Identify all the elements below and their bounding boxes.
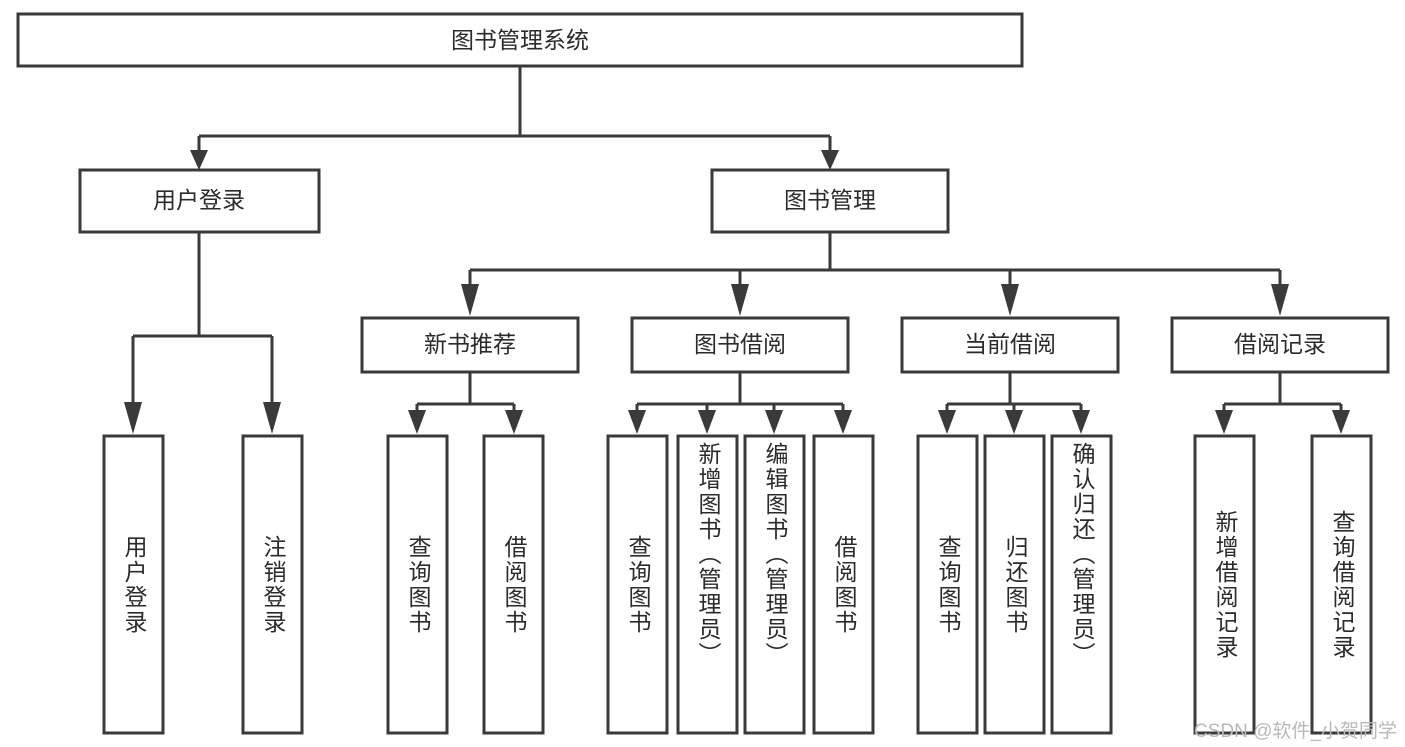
leaf-box-newbook-borrow[interactable] <box>482 434 545 735</box>
leaf-label-current-query: 查询图书 <box>935 534 961 635</box>
arrow-root-to-book <box>821 150 839 170</box>
arrow-to-new-book <box>461 284 479 316</box>
arrow-record-leaf-2 <box>1332 410 1350 434</box>
node-root-box[interactable] <box>16 12 1024 68</box>
node-layer: 图书管理系统 用户登录 图书管理 新书推荐 图书借阅 当前借阅 借阅记录 <box>16 12 1390 735</box>
node-book-borrow-label: 图书借阅 <box>694 331 786 357</box>
node-borrow-record-box[interactable] <box>1170 316 1390 374</box>
leaf-box-user-login[interactable] <box>102 434 165 735</box>
leaf-label-current-return: 归还图书 <box>1002 534 1028 635</box>
node-user-login-box[interactable] <box>78 168 321 234</box>
node-book-manage-box[interactable] <box>710 168 950 234</box>
node-new-book-box[interactable] <box>360 316 580 374</box>
arrow-to-borrow-record <box>1271 284 1289 316</box>
node-user-login-label: 用户登录 <box>153 187 245 213</box>
arrow-user-leaf-1 <box>124 402 142 434</box>
leaf-box-record-add[interactable] <box>1193 434 1256 735</box>
leaf-box-record-query[interactable] <box>1310 434 1373 735</box>
leaf-label-record-query: 查询借阅记录 <box>1329 509 1355 660</box>
arrow-current-leaf-2 <box>1005 410 1023 434</box>
leaf-label-newbook-borrow: 借阅图书 <box>501 534 527 635</box>
node-new-book-label: 新书推荐 <box>424 331 516 357</box>
leaf-box-newbook-query[interactable] <box>386 434 449 735</box>
leaf-label-borrow-query: 查询图书 <box>625 534 651 635</box>
leaf-box-current-query[interactable] <box>916 434 979 735</box>
arrow-borrow-leaf-4 <box>834 410 852 434</box>
node-book-borrow-box[interactable] <box>630 316 850 374</box>
arrow-newbook-leaf-2 <box>505 410 523 434</box>
leaf-box-borrow-edit[interactable] <box>743 434 806 735</box>
leaf-label-user-login: 用户登录 <box>121 534 147 635</box>
arrow-current-leaf-1 <box>938 410 956 434</box>
arrow-record-leaf-1 <box>1215 410 1233 434</box>
node-book-manage-label: 图书管理 <box>784 187 876 213</box>
leaf-box-current-return[interactable] <box>983 434 1046 735</box>
arrow-borrow-leaf-2 <box>698 410 716 434</box>
connector-layer <box>124 66 1350 434</box>
leaf-label-borrow-lend: 借阅图书 <box>831 534 857 635</box>
node-borrow-record-label: 借阅记录 <box>1234 331 1326 357</box>
leaf-label-borrow-add: 新增图书（管理员） <box>695 442 721 667</box>
leaf-label-borrow-edit: 编辑图书（管理员） <box>762 442 788 667</box>
leaf-label-current-confirm: 确认归还（管理员） <box>1069 442 1095 667</box>
leaf-box-current-confirm[interactable] <box>1050 434 1113 735</box>
leaf-box-borrow-add[interactable] <box>676 434 739 735</box>
arrow-to-book-borrow <box>731 284 749 316</box>
node-current-borrow-label: 当前借阅 <box>964 331 1056 357</box>
leaf-label-newbook-query: 查询图书 <box>405 534 431 635</box>
arrow-user-leaf-2 <box>263 402 281 434</box>
node-root-label: 图书管理系统 <box>451 27 589 53</box>
arrow-borrow-leaf-3 <box>765 410 783 434</box>
node-current-borrow-box[interactable] <box>900 316 1120 374</box>
leaf-box-borrow-lend[interactable] <box>812 434 875 735</box>
leaf-label-record-add: 新增借阅记录 <box>1212 509 1238 660</box>
arrow-newbook-leaf-1 <box>408 410 426 434</box>
arrow-root-to-user <box>190 150 208 170</box>
arrow-current-leaf-3 <box>1072 410 1090 434</box>
leaf-box-borrow-query[interactable] <box>606 434 669 735</box>
leaf-label-logout: 注销登录 <box>260 534 286 635</box>
arrow-to-current-borrow <box>1001 284 1019 316</box>
arrow-borrow-leaf-1 <box>628 410 646 434</box>
leaf-box-logout[interactable] <box>241 434 304 735</box>
